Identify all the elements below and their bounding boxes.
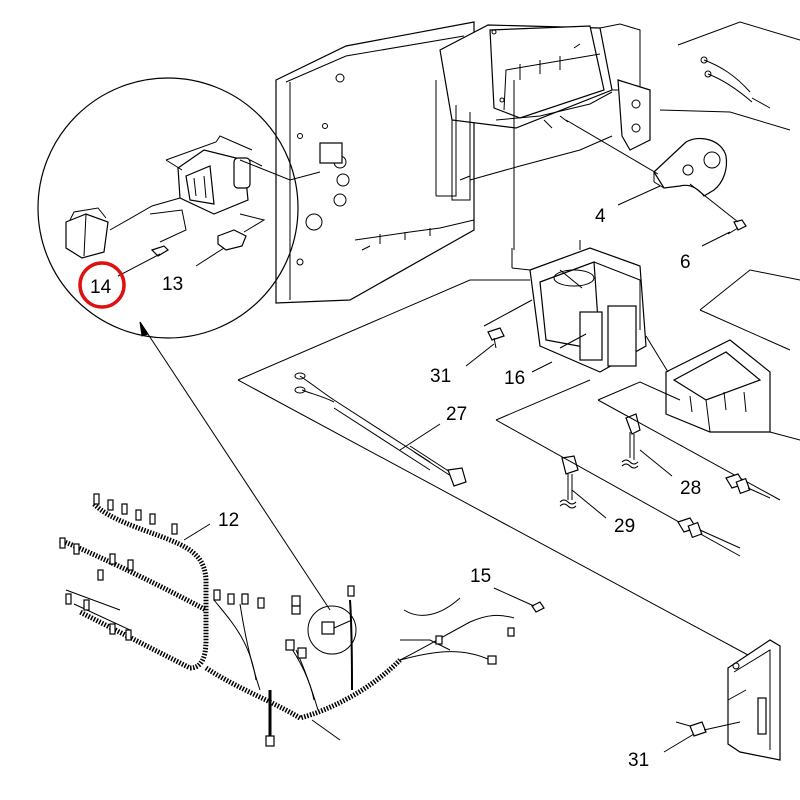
leader-4-to-frame — [565, 119, 659, 175]
detail-inset — [37, 77, 321, 339]
highlight-ring-14 — [78, 261, 126, 309]
leader-label-6 — [701, 231, 731, 247]
label-4: 4 — [595, 206, 606, 227]
frame-line-a — [495, 379, 591, 421]
lower-right-panel — [727, 639, 781, 761]
leader-label-12 — [183, 523, 211, 541]
screw-31-upper — [483, 299, 533, 349]
frame-line-d — [597, 399, 781, 501]
leader-label-13 — [195, 247, 225, 267]
label-31-upper: 31 — [430, 366, 451, 387]
leader-6-axis — [689, 183, 739, 223]
label-15: 15 — [470, 566, 491, 587]
part-4-bracket — [653, 137, 728, 197]
leader-label-31-upper — [465, 343, 495, 367]
terminal-29 — [559, 455, 579, 509]
label-12: 12 — [218, 510, 239, 531]
terminal-28 — [621, 413, 641, 469]
label-13: 13 — [162, 274, 183, 295]
leader-label-14 — [117, 253, 161, 277]
solenoid-16 — [511, 240, 647, 373]
upper-bracket-assembly — [435, 23, 651, 201]
label-29: 29 — [614, 516, 635, 537]
harness-connectors — [59, 493, 515, 747]
back-panel — [275, 21, 475, 304]
part-labels: 4 6 12 13 14 15 16 27 28 29 31 31 — [90, 206, 701, 771]
leader-label-4 — [617, 185, 661, 206]
wire-harness-12 — [59, 493, 515, 747]
screw-right-a — [725, 473, 771, 499]
leader-label-31-lower — [663, 733, 695, 753]
detail-pointer-arrow — [139, 321, 331, 611]
leader-label-16 — [531, 361, 553, 373]
leader-label-29 — [571, 489, 607, 519]
screw-31-lower — [675, 721, 741, 737]
label-6: 6 — [680, 252, 691, 273]
label-27: 27 — [446, 404, 467, 425]
screw-right-b — [677, 517, 741, 549]
right-frame-edge-3 — [769, 431, 800, 441]
screw-6 — [727, 219, 747, 235]
upper-right-wire-lugs — [659, 21, 800, 131]
right-frame-edge-2 — [699, 309, 791, 351]
leader-label-27 — [399, 423, 441, 451]
leader-label-28 — [639, 449, 673, 477]
label-31-lower: 31 — [628, 750, 649, 771]
frame-line-c — [597, 381, 681, 401]
label-14: 14 — [90, 277, 112, 298]
label-28: 28 — [680, 478, 701, 499]
label-16: 16 — [504, 368, 525, 389]
part-15-connector — [493, 587, 545, 613]
right-frame-edge — [699, 269, 800, 311]
wire-27 — [237, 279, 749, 656]
solenoid-cover — [645, 335, 771, 433]
